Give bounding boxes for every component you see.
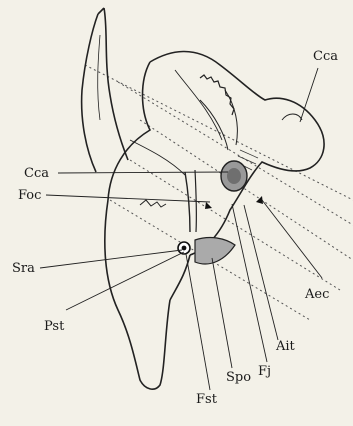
label-cca-left: Cca: [24, 167, 49, 180]
label-spo: Spo: [226, 371, 251, 384]
label-fj: Fj: [258, 365, 271, 378]
label-ait: Ait: [276, 340, 295, 353]
stylomastoid-foramen-center: [182, 246, 187, 251]
carotid-canal-shadow: [227, 168, 241, 184]
label-pst: Pst: [44, 320, 64, 333]
label-foc: Foc: [18, 189, 41, 202]
ridge-detail: [140, 75, 237, 207]
styloid-process-outline: [82, 8, 128, 172]
label-fst: Fst: [196, 393, 217, 406]
label-aec: Aec: [305, 288, 329, 301]
marker-triangle: [205, 202, 212, 209]
label-cca-top: Cca: [313, 50, 338, 63]
styloid-rod: [185, 172, 190, 232]
label-sra: Sra: [12, 262, 35, 275]
dotted-plane-lines: [85, 65, 353, 320]
jugular-fossa: [195, 238, 235, 264]
